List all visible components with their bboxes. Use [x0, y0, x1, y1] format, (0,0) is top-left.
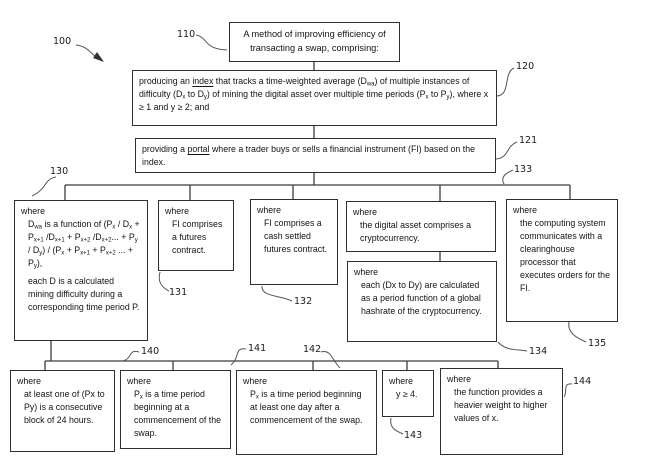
arrowhead-100-icon	[93, 52, 104, 62]
ref-label-132: 132	[294, 296, 313, 307]
ref-label-142: 142	[303, 344, 322, 355]
where-label: where	[21, 206, 45, 216]
leader-143	[390, 417, 404, 435]
ref-label-140: 140	[141, 346, 160, 357]
claim-box-144: where the function provides a heavier we…	[440, 368, 563, 455]
ref-label-110: 110	[177, 29, 196, 40]
box-text: the function provides a heavier weight t…	[454, 387, 548, 424]
box-text: Px is a time period beginning at a comme…	[134, 389, 222, 439]
leader-120	[496, 67, 515, 97]
box-text: FI comprises a futures contract.	[172, 219, 223, 256]
leader-140	[122, 350, 140, 362]
box-text: y ≥ 4.	[396, 389, 418, 400]
leader-142	[320, 351, 341, 369]
claim-box-131: where FI comprises a futures contract.	[158, 200, 234, 271]
ref-label-121: 121	[519, 135, 538, 146]
ref-label-130: 130	[50, 166, 69, 177]
claim-box-130: where Dwa is a function of (Px / Dx + Px…	[14, 200, 148, 341]
leader-110	[195, 34, 228, 51]
box-text: FI comprises a cash settled futures cont…	[264, 218, 328, 255]
box-text: Px is a time period beginning at least o…	[250, 389, 363, 426]
ref-label-141: 141	[248, 343, 267, 354]
box-text: A method of improving efficiency of tran…	[243, 29, 386, 53]
where-label: where	[17, 376, 41, 386]
leader-100	[75, 44, 98, 59]
box-text: each (Dx to Dy) are calculated as a peri…	[361, 280, 482, 317]
where-label: where	[389, 376, 413, 386]
claim-box-133: where the digital asset comprises a cryp…	[346, 201, 496, 252]
where-label: where	[243, 376, 267, 386]
claim-box-143: where y ≥ 4.	[382, 370, 434, 417]
claim-box-121: providing a portal where a trader buys o…	[135, 138, 496, 173]
where-label: where	[513, 205, 537, 215]
claim-box-135: where the computing system communicates …	[506, 199, 618, 322]
ref-label-143: 143	[404, 430, 423, 441]
where-label: where	[127, 376, 151, 386]
ref-label-135: 135	[588, 338, 607, 349]
claim-box-132: where FI comprises a cash settled future…	[250, 199, 338, 285]
box-text: at least one of (Px to Py) is a consecut…	[24, 389, 105, 426]
ref-label-144: 144	[573, 376, 592, 387]
where-label: where	[447, 374, 471, 384]
leader-121	[495, 141, 518, 160]
box-text: each D is a calculated mining difficulty…	[28, 276, 140, 313]
leader-131	[158, 271, 170, 292]
leader-144	[563, 383, 573, 398]
where-label: where	[354, 267, 378, 277]
where-label: where	[257, 205, 281, 215]
claim-box-140: where at least one of (Px to Py) is a co…	[10, 370, 115, 452]
box-text: the digital asset comprises a cryptocurr…	[360, 220, 471, 244]
claim-box-120: producing an index that tracks a time-we…	[132, 70, 497, 126]
box-text: providing a portal where a trader buys o…	[142, 144, 476, 168]
leader-134	[497, 341, 528, 352]
ref-label-120: 120	[516, 61, 535, 72]
leader-141	[230, 348, 247, 366]
leader-135	[568, 321, 587, 343]
leader-130	[31, 176, 57, 197]
claim-box-110: A method of improving efficiency of tran…	[229, 22, 400, 62]
claim-box-141: where Px is a time period beginning at a…	[120, 370, 231, 449]
box-text: the computing system communicates with a…	[520, 218, 610, 294]
ref-label-133: 133	[514, 164, 533, 175]
ref-label-100: 100	[53, 36, 72, 47]
ref-label-131: 131	[169, 287, 188, 298]
leader-133	[502, 169, 514, 185]
ref-label-134: 134	[529, 346, 548, 357]
box-text: Dwa is a function of (Px / Dx + Px+1 /Dx…	[28, 219, 140, 270]
box-text: producing an index that tracks a time-we…	[139, 76, 489, 113]
claim-box-142: where Px is a time period beginning at l…	[236, 370, 377, 455]
where-label: where	[165, 206, 189, 216]
where-label: where	[353, 207, 377, 217]
leader-132	[261, 285, 293, 302]
claim-box-134: where each (Dx to Dy) are calculated as …	[347, 261, 497, 342]
